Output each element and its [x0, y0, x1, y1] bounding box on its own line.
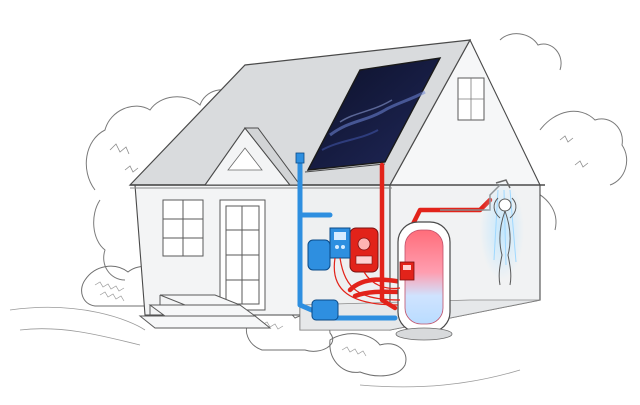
pump-station-icon — [349, 227, 379, 273]
roof-vent — [295, 152, 305, 164]
solar-collector-icon — [304, 57, 442, 173]
expansion-vessel-icon — [307, 239, 339, 321]
person-icon — [493, 197, 517, 286]
house-icon — [128, 38, 545, 331]
front-door — [219, 199, 266, 311]
front-steps — [138, 294, 272, 329]
shrub-texture — [94, 281, 367, 357]
front-window — [162, 199, 204, 257]
controller-icon — [329, 227, 351, 259]
storage-tank-icon — [395, 221, 453, 341]
tank-controller-icon — [399, 261, 415, 281]
tree-icon — [109, 135, 589, 173]
sensor-cables — [333, 257, 401, 306]
shower-icon — [480, 179, 524, 280]
